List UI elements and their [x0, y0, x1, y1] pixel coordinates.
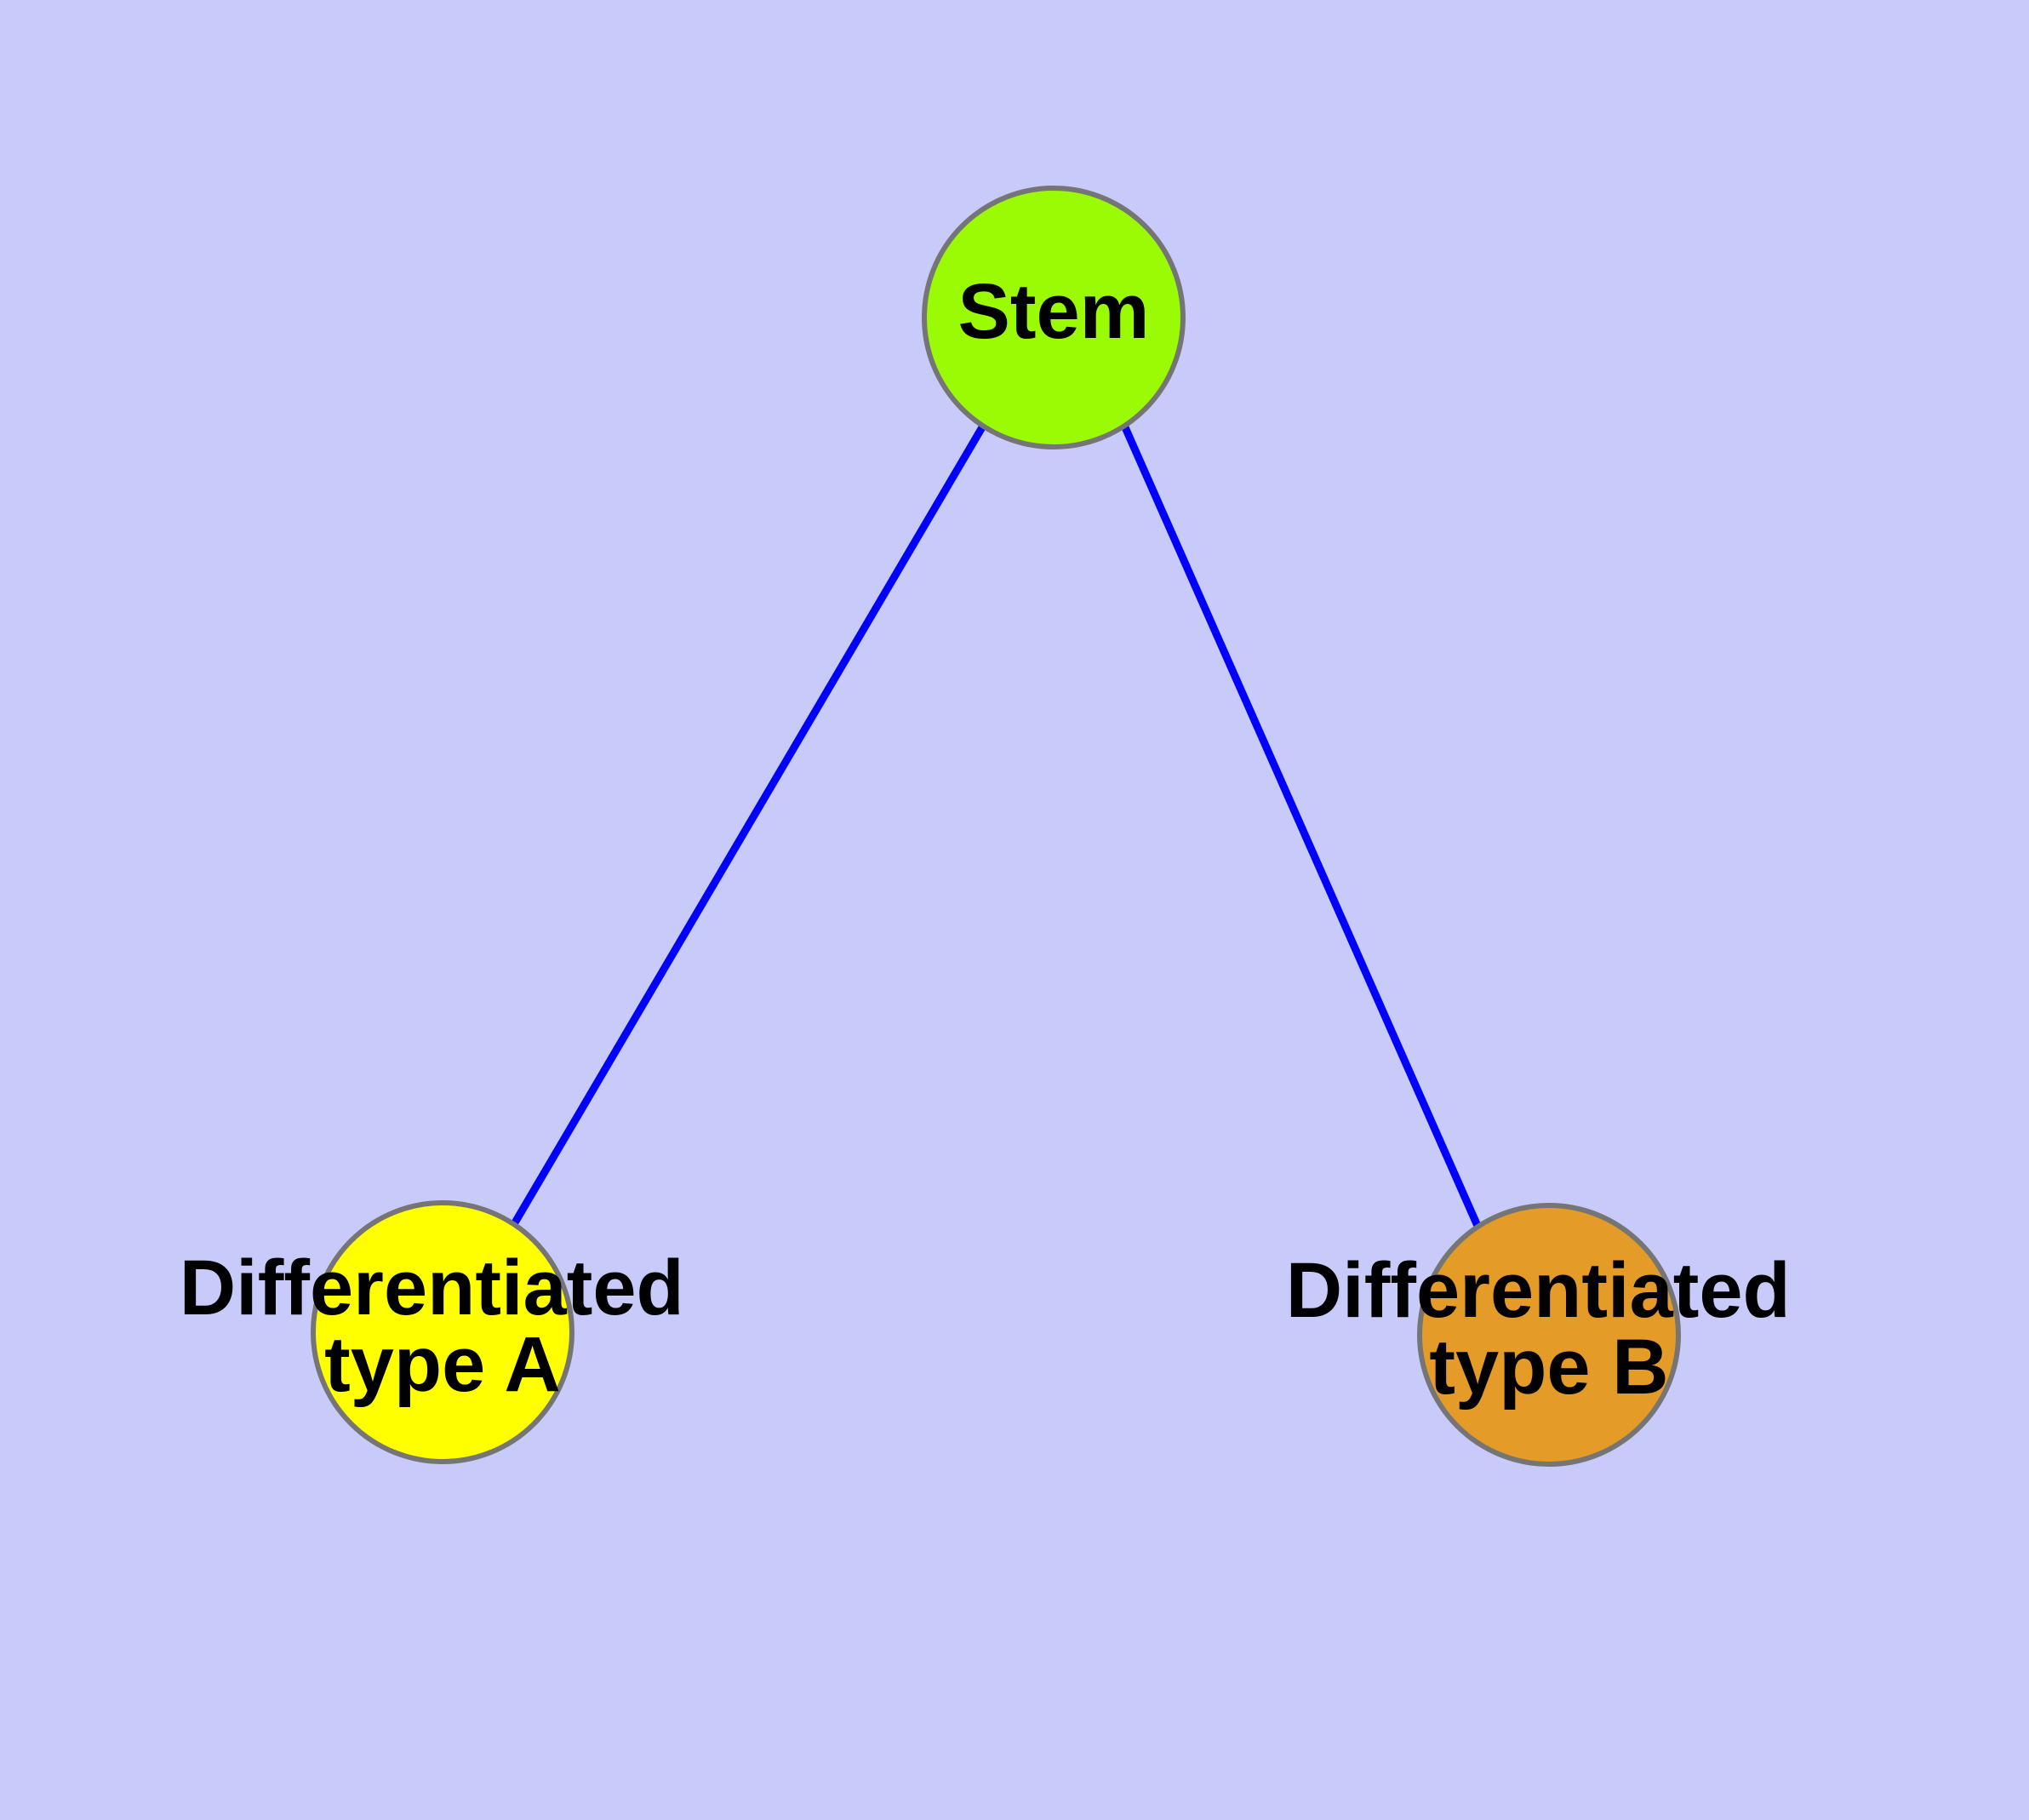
node-differentiated-type-a-label-line1: Differentiated: [180, 1245, 684, 1331]
node-differentiated-type-a-label: Differentiated type A: [180, 1245, 706, 1408]
node-differentiated-type-a-label-line2: type A: [324, 1321, 561, 1408]
node-stem-circle[interactable]: [922, 186, 1186, 449]
node-differentiated-type-b-label: Differentiated type B: [1286, 1247, 1813, 1411]
node-stem[interactable]: [922, 186, 1186, 449]
node-differentiated-type-b-label-line2: type B: [1429, 1324, 1668, 1411]
node-stem-label-line1: Stem: [958, 268, 1150, 355]
label-layer: Stem Differentiated type A Differentiate…: [180, 268, 1813, 1411]
node-differentiated-type-b-label-line1: Differentiated: [1286, 1247, 1791, 1334]
node-stem-label: Stem: [958, 268, 1150, 355]
edge-stem-to-differentiated-type-a: [511, 425, 986, 1227]
node-layer: [311, 186, 1681, 1467]
node-differentiated-type-b[interactable]: [1417, 1203, 1681, 1467]
node-differentiated-type-a[interactable]: [311, 1200, 574, 1464]
edge-stem-to-differentiated-type-b: [1121, 426, 1482, 1228]
node-differentiated-type-a-circle[interactable]: [311, 1200, 574, 1464]
node-differentiated-type-b-circle[interactable]: [1417, 1203, 1681, 1467]
edge-layer: [511, 425, 1482, 1228]
